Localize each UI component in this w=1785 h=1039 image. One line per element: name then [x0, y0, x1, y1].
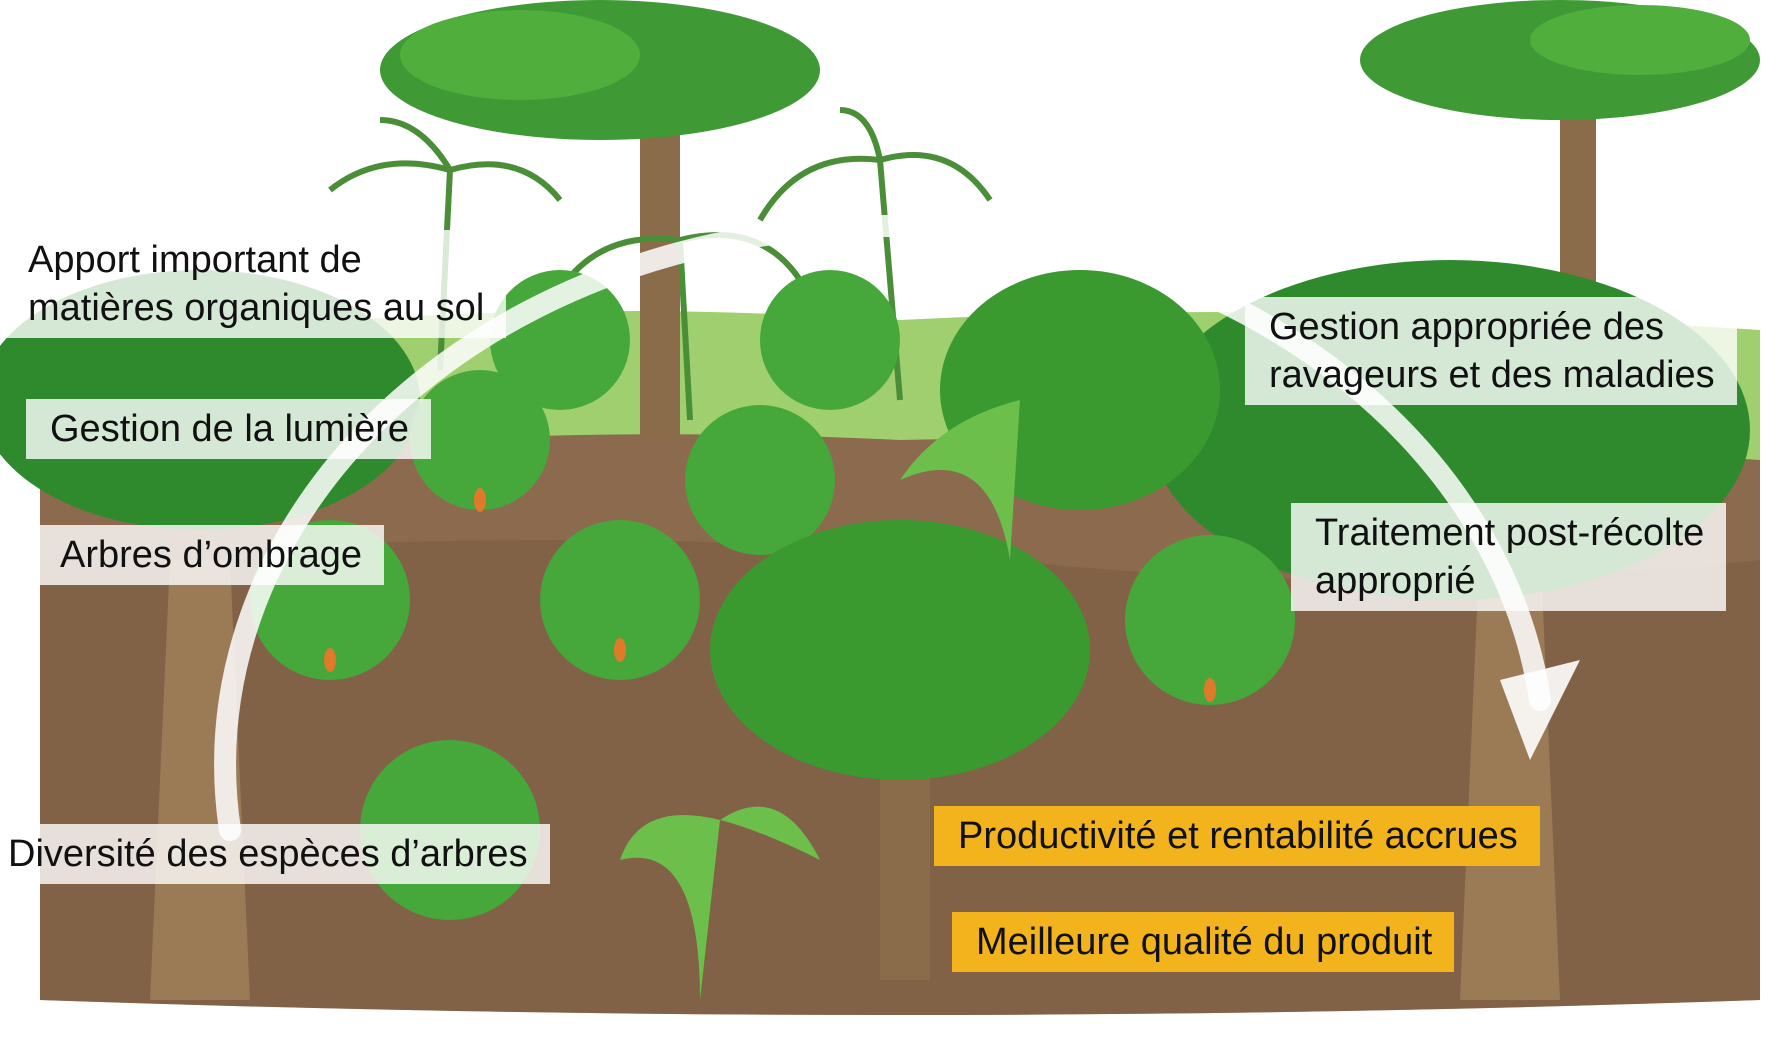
process-arrow-head — [1500, 660, 1580, 760]
label-pest-management-line-2: ravageurs et des maladies — [1269, 354, 1715, 396]
label-post-harvest-line-1: Traitement post-récolte — [1315, 512, 1705, 554]
label-post-harvest-line-2: approprié — [1315, 560, 1476, 602]
outcome-productivity-text: Productivité et rentabilité accrues — [958, 815, 1518, 857]
label-shade-trees-text: Arbres d’ombrage — [60, 534, 363, 576]
cocoa-pods — [324, 488, 1216, 702]
central-fruit-tree — [710, 270, 1220, 980]
label-pest-management-line-1: Gestion appropriée des — [1269, 306, 1665, 348]
label-post-harvest: Traitement post-récolte approprié — [1291, 503, 1727, 611]
label-organic-matter: Apport important de matières organiques … — [4, 230, 507, 338]
canopy-tree-left — [380, 0, 820, 440]
label-organic-matter-line-1: Apport important de — [28, 239, 362, 281]
banana-plants — [620, 400, 1020, 1000]
outcome-productivity: Productivité et rentabilité accrues — [934, 806, 1540, 866]
label-tree-diversity: Diversité des espèces d’arbres — [0, 824, 550, 884]
label-pest-management: Gestion appropriée des ravageurs et des … — [1245, 297, 1737, 405]
label-light-management: Gestion de la lumière — [26, 399, 432, 459]
label-tree-diversity-text: Diversité des espèces d’arbres — [8, 833, 528, 875]
outcome-quality-text: Meilleure qualité du produit — [976, 921, 1433, 963]
outcome-quality: Meilleure qualité du produit — [952, 912, 1455, 972]
label-light-management-text: Gestion de la lumière — [50, 408, 410, 450]
label-organic-matter-line-2: matières organiques au sol — [28, 287, 485, 329]
label-shade-trees: Arbres d’ombrage — [36, 525, 385, 585]
